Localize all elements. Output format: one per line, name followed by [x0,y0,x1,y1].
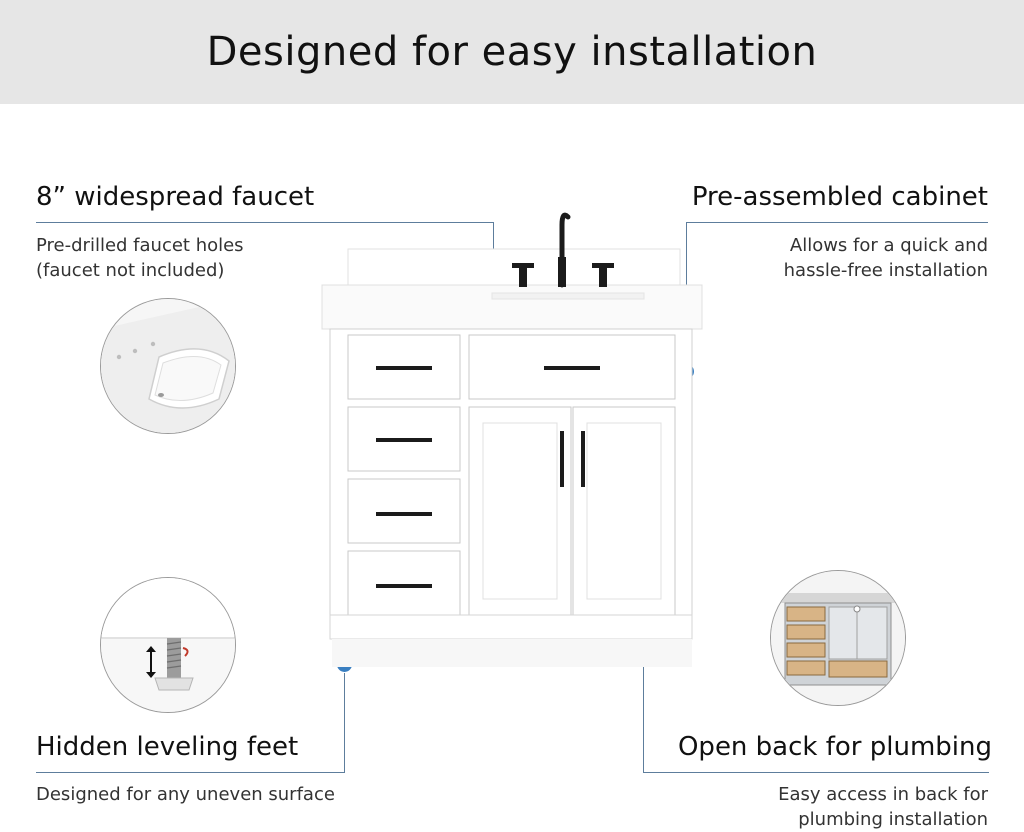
faucet-leader-horizontal [36,222,494,223]
cabinet-desc-line-2: hassle-free installation [783,260,988,281]
open-back-cabinet-detail-icon [770,570,906,706]
sink-basin-detail-icon [100,298,236,434]
plumbing-feature-description: Easy access in back for plumbing install… [778,782,988,832]
vanity-product-image [320,205,705,675]
feet-feature-title: Hidden leveling feet [36,732,299,762]
leveling-foot-detail-icon [100,577,236,713]
plumbing-desc-line-2: plumbing installation [798,809,988,830]
feet-leader-vertical [344,664,345,773]
feet-desc-line-1: Designed for any uneven surface [36,784,335,805]
header-banner: Designed for easy installation [0,0,1024,104]
cabinet-desc-line-1: Allows for a quick and [789,235,988,256]
page-title: Designed for easy installation [206,29,818,75]
plumbing-desc-line-1: Easy access in back for [778,784,988,805]
faucet-desc-line-1: Pre-drilled faucet holes [36,235,244,256]
faucet-feature-title: 8” widespread faucet [36,182,315,212]
cabinet-leader-horizontal [686,222,988,223]
feet-leader-horizontal [36,772,344,773]
plumbing-leader-horizontal [643,772,989,773]
faucet-desc-line-2: (faucet not included) [36,260,225,281]
cabinet-feature-title: Pre-assembled cabinet [691,182,988,212]
faucet-feature-description: Pre-drilled faucet holes (faucet not inc… [36,233,244,283]
cabinet-feature-description: Allows for a quick and hassle-free insta… [784,233,988,283]
plumbing-leader-vertical [643,570,644,773]
plumbing-feature-title: Open back for plumbing [677,732,992,762]
feet-feature-description: Designed for any uneven surface [36,782,335,807]
